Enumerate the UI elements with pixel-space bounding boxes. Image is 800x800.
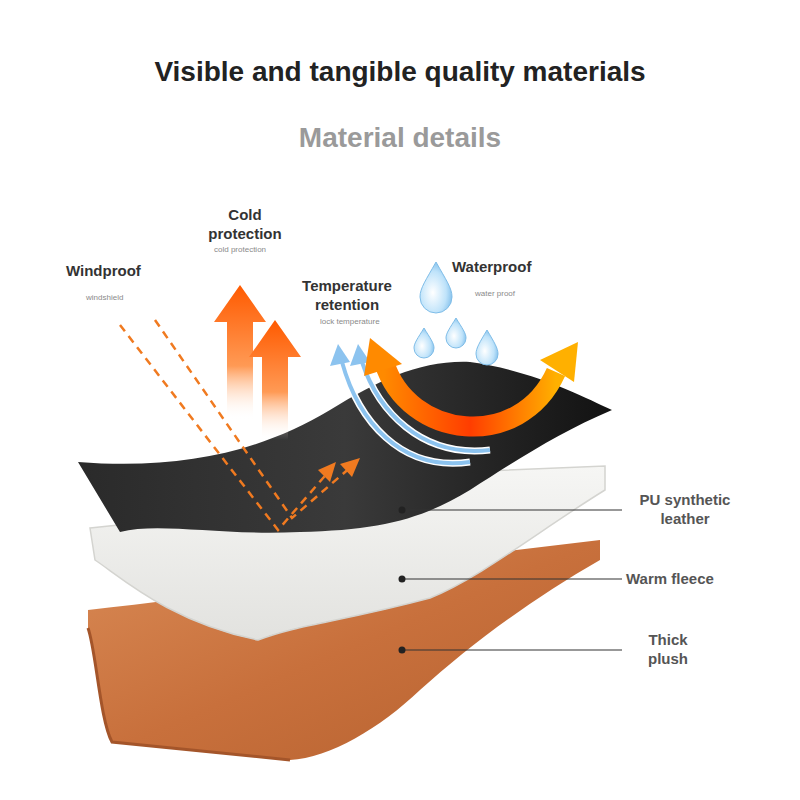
water-drop — [414, 328, 434, 358]
layer-label: Thick plush — [636, 631, 700, 669]
leader-line — [402, 509, 622, 510]
wind-arrowhead — [318, 462, 336, 482]
feature-sublabel: windshield — [86, 293, 166, 303]
deflect-arrowhead — [540, 342, 578, 382]
heat-arrow — [249, 320, 301, 440]
wind-arrowhead — [340, 458, 360, 477]
leader-dot — [399, 576, 406, 583]
leader-dot — [399, 507, 406, 514]
feature-label: Temperature retention — [286, 277, 408, 315]
feature-label: Windproof — [66, 262, 176, 281]
water-drop — [446, 318, 466, 348]
leader-line — [402, 649, 622, 650]
feature-label: Cold protection — [192, 206, 298, 244]
feature-sublabel: lock temperature — [320, 317, 420, 327]
feature-sublabel: water proof — [475, 289, 555, 299]
plush-edge — [88, 628, 290, 760]
layer-label: PU synthetic leather — [626, 491, 744, 529]
water-drop — [476, 330, 498, 365]
title: Visible and tangible quality materials — [20, 54, 780, 89]
feature-sublabel: cold protection — [214, 245, 324, 255]
deflect-arrowhead — [364, 338, 402, 376]
retention-arrowhead — [330, 344, 350, 366]
feature-label: Waterproof — [452, 258, 562, 277]
deflect-arrow — [384, 362, 556, 427]
leader-line — [402, 578, 622, 579]
layer-label: Warm fleece — [626, 570, 746, 589]
subtitle: Material details — [250, 120, 550, 155]
water-drop — [420, 262, 452, 313]
wind-arrow — [155, 320, 352, 518]
leader-dot — [399, 647, 406, 654]
leather-layer — [78, 362, 612, 533]
